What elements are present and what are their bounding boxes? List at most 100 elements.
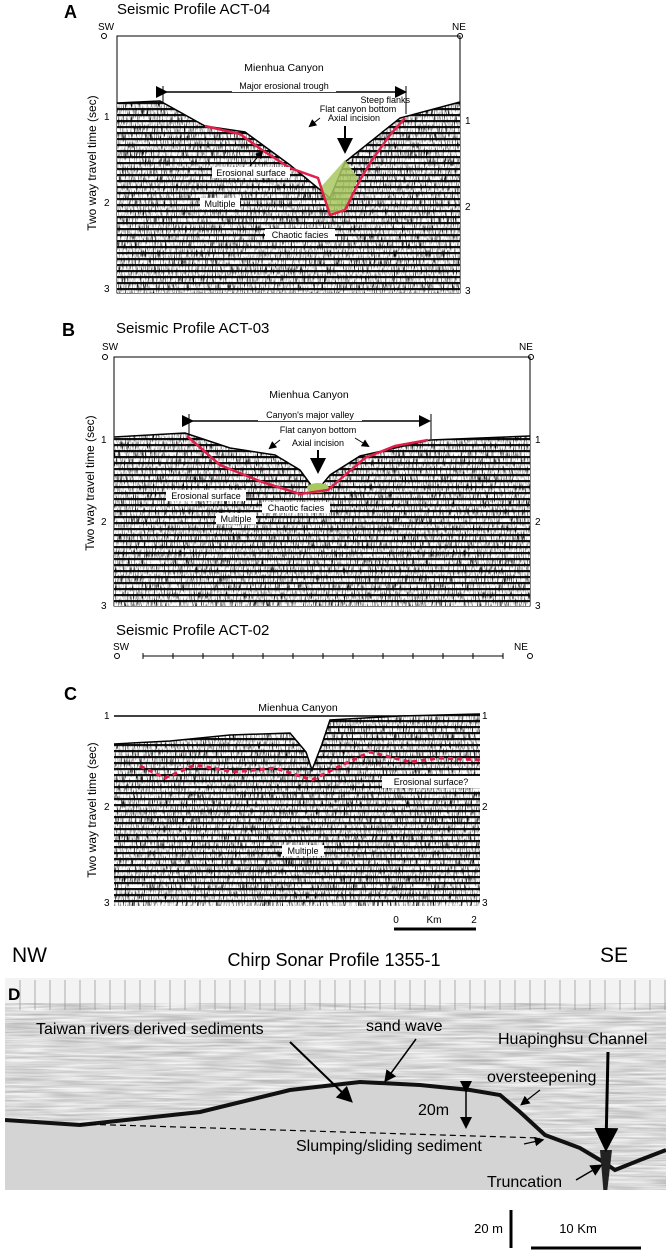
panel-a-tick-right-3: 3 bbox=[465, 286, 471, 297]
panel-c-sw: SW bbox=[113, 642, 130, 653]
panel-d-trunc-arrow bbox=[575, 1164, 603, 1181]
panel-c-seismic bbox=[114, 714, 480, 906]
panel-a-multiple-bg bbox=[200, 198, 240, 209]
panel-a-trough-label: Major erosional trough bbox=[239, 81, 329, 91]
panel-c-tick-right-3: 3 bbox=[482, 898, 488, 909]
panel-b-tick-left-1: 1 bbox=[101, 435, 107, 446]
panel-b-seismic bbox=[114, 433, 530, 606]
panel-c-tick-right-2: 2 bbox=[482, 802, 488, 813]
panel-b-ne: NE bbox=[519, 342, 533, 353]
panel-d-slump-arrow bbox=[523, 1136, 545, 1147]
panel-b-tick-right-2: 2 bbox=[535, 517, 541, 528]
panel-b-chaotic-bg bbox=[262, 502, 330, 513]
panel-a-flat-label: Flat canyon bottom bbox=[320, 104, 397, 114]
panel-d-dashed-line bbox=[79, 1123, 541, 1139]
panel-d-slump-label: Slumping/sliding sediment bbox=[296, 1138, 482, 1155]
panel-c-sw-marker bbox=[114, 653, 120, 659]
panel-d-sandwave-arrow bbox=[384, 1038, 417, 1083]
panel-c-ne-marker bbox=[527, 653, 533, 659]
panel-a-flat-arrow bbox=[308, 117, 321, 128]
panel-a-tick-left-1: 1 bbox=[104, 112, 110, 123]
panel-a-tick-right-2: 2 bbox=[465, 202, 471, 213]
panel-d-huaping-arrow bbox=[594, 1051, 619, 1152]
panel-a-ne: NE bbox=[452, 22, 466, 33]
panel-a-steep-label: Steep flanks bbox=[360, 95, 410, 105]
panel-b-sw-marker bbox=[102, 354, 108, 360]
panel-a-erosional-label: Erosional surface bbox=[216, 168, 286, 178]
panel-b-seafloor bbox=[113, 432, 531, 494]
panel-b-tick-left-2: 2 bbox=[101, 517, 107, 528]
panel-c-axis-label: Two way travel time (sec) bbox=[85, 742, 99, 877]
panel-d-trace-marks bbox=[19, 980, 666, 1010]
panel-b-valley-label: Canyon's major valley bbox=[266, 410, 354, 420]
panel-c-letter: C bbox=[64, 684, 77, 704]
panel-a-letter: A bbox=[64, 2, 77, 22]
panel-a-axis-label: Two way travel time (sec) bbox=[85, 95, 99, 230]
panel-a-title: Seismic Profile ACT-04 bbox=[117, 1, 270, 18]
panel-b-title: Seismic Profile ACT-03 bbox=[116, 320, 269, 337]
panel-c-title: Seismic Profile ACT-02 bbox=[116, 622, 269, 639]
panel-c-tick-left-3: 3 bbox=[104, 898, 110, 909]
panel-c-multiple-bg bbox=[282, 845, 324, 856]
panel-b-erosional-bg bbox=[166, 490, 246, 501]
panel-c-tick-left-2: 2 bbox=[104, 802, 110, 813]
panel-b-axial-label: Axial incision bbox=[292, 438, 344, 448]
panel-a-axial-label: Axial incision bbox=[328, 113, 380, 123]
panel-b-flat-arrow-right bbox=[354, 437, 370, 448]
panel-c-seafloor bbox=[113, 713, 481, 773]
panel-c-canyon-label: Mienhua Canyon bbox=[258, 702, 338, 714]
panel-c-shotpoint-ticks bbox=[142, 653, 504, 659]
panel-a-trough-label-bg bbox=[232, 81, 336, 92]
panel-d-oversteep-arrow bbox=[520, 1089, 541, 1106]
panel-b-tick-left-3: 3 bbox=[101, 601, 107, 612]
panel-b: B Seismic Profile ACT-03 SW NE 1 2 3 1 2… bbox=[62, 320, 541, 612]
panel-d-letter: D bbox=[8, 985, 20, 1004]
panel-a-chaotic-label: Chaotic facies bbox=[272, 230, 329, 240]
panel-c-tick-left-1: 1 bbox=[104, 711, 110, 722]
panel-c-scale-unit: Km bbox=[427, 915, 442, 926]
panel-a-seismic bbox=[117, 101, 460, 293]
panel-a: A Seismic Profile ACT-04 SW NE 1 2 3 1 2… bbox=[64, 1, 471, 297]
panel-a-erosional-arrow bbox=[249, 150, 264, 167]
panel-b-multiple-bg bbox=[216, 513, 256, 524]
panel-a-tick-left-2: 2 bbox=[104, 198, 110, 209]
panel-d-nw: NW bbox=[12, 944, 47, 967]
panel-d-title: Chirp Sonar Profile 1355-1 bbox=[227, 950, 440, 970]
panel-b-erosion-line bbox=[186, 435, 429, 496]
panel-a-canyon-label: Mienhua Canyon bbox=[244, 62, 324, 74]
panel-d-oversteep-label: oversteepening bbox=[487, 1069, 596, 1086]
panel-d-vscale-label: 20 m bbox=[474, 1221, 503, 1236]
panel-d-trunc-label: Truncation bbox=[487, 1174, 562, 1191]
panel-b-flat-arrow-left bbox=[268, 439, 281, 450]
panel-a-erosional-bg bbox=[212, 167, 290, 178]
panel-c-scale-2: 2 bbox=[471, 915, 477, 926]
panel-d-taiwan-arrow bbox=[289, 1041, 353, 1103]
panel-c-ne: NE bbox=[514, 642, 528, 653]
panel-c-erosional-bg bbox=[382, 776, 480, 788]
panel-d-se: SE bbox=[600, 944, 628, 967]
panel-b-multiple-label: Multiple bbox=[220, 514, 251, 524]
panel-b-letter: B bbox=[62, 320, 75, 340]
panel-a-seafloor bbox=[116, 100, 461, 200]
panel-b-tick-right-3: 3 bbox=[535, 601, 541, 612]
panel-d-depth-label: 20m bbox=[418, 1102, 449, 1119]
panel-c-erosion-line bbox=[139, 750, 481, 782]
panel-a-sw: SW bbox=[98, 22, 115, 33]
panel-a-multiple-label: Multiple bbox=[204, 199, 235, 209]
panel-a-sw-marker bbox=[101, 33, 107, 39]
panel-d-huaping-label: Huapinghsu Channel bbox=[498, 1031, 647, 1048]
panel-a-chaotic-bg bbox=[265, 229, 335, 240]
panel-a-erosion-line bbox=[204, 117, 406, 217]
panel-c-tick-right-1: 1 bbox=[482, 711, 488, 722]
panel-a-tick-left-3: 3 bbox=[104, 284, 110, 295]
panel-b-tick-right-1: 1 bbox=[535, 435, 541, 446]
panel-d-sonar bbox=[5, 1003, 666, 1190]
panel-b-sw: SW bbox=[102, 342, 119, 353]
panel-b-canyon-label: Mienhua Canyon bbox=[269, 389, 349, 401]
panel-c: Seismic Profile ACT-02 SW NE C Mienhua C… bbox=[64, 622, 533, 931]
panel-a-tick-right-1: 1 bbox=[465, 116, 471, 127]
panel-d-sandwave-label: sand wave bbox=[366, 1018, 443, 1035]
panel-b-erosional-label: Erosional surface bbox=[171, 491, 241, 501]
panel-b-valley-bg bbox=[258, 410, 362, 421]
